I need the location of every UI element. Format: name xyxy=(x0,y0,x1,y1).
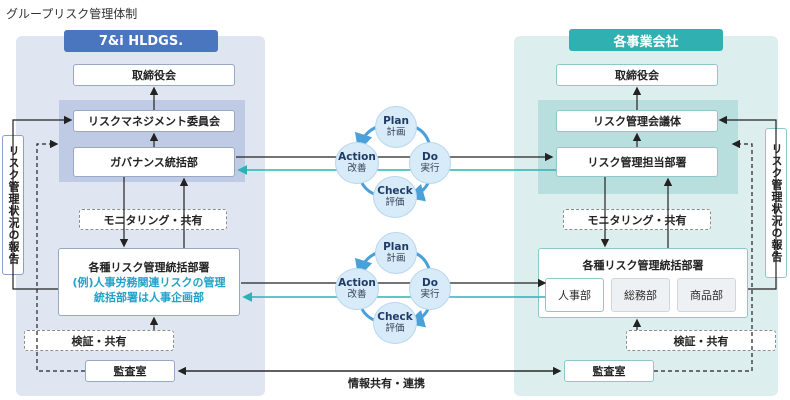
pdca-do-label: Do xyxy=(422,151,438,163)
pdca-action-ja: 改善 xyxy=(347,289,367,300)
business-audit-box: 監査室 xyxy=(564,360,654,382)
pdca-action-label: Action xyxy=(338,151,376,163)
pdca-action-circle-2: Action 改善 xyxy=(335,268,379,310)
holdings-board-box: 取締役会 xyxy=(73,64,235,86)
pdca-check-circle-2: Check 評価 xyxy=(373,302,417,344)
pdca-plan-circle-1: Plan 計画 xyxy=(375,106,417,148)
risk-council-box: リスク管理会議体 xyxy=(556,110,718,132)
pdca-plan-label: Plan xyxy=(383,115,409,127)
pdca-plan-ja: 計画 xyxy=(386,127,406,138)
pdca-do-label: Do xyxy=(422,277,438,289)
business-board-box: 取締役会 xyxy=(556,64,718,86)
general-affairs-dept-box: 総務部 xyxy=(611,278,670,312)
pdca-action-ja: 改善 xyxy=(347,163,367,174)
holdings-risk-division-box: 各種リスク管理統括部署 (例)人事労務関連リスクの管理統括部署は人事企画部 xyxy=(58,248,240,316)
pdca-do-circle-2: Do 実行 xyxy=(409,268,451,310)
pdca-action-label: Action xyxy=(338,277,376,289)
pdca-do-circle-1: Do 実行 xyxy=(409,142,451,184)
risk-management-committee-box: リスクマネジメント委員会 xyxy=(73,110,235,132)
merchandise-dept-box: 商品部 xyxy=(677,278,736,312)
pdca-plan-circle-2: Plan 計画 xyxy=(375,232,417,274)
info-share-caption: 情報共有・連携 xyxy=(348,377,425,390)
pdca-action-circle-1: Action 改善 xyxy=(335,142,379,184)
business-monitoring-box: モニタリング・共有 xyxy=(563,209,711,230)
pdca-do-ja: 実行 xyxy=(420,289,440,300)
pdca-check-label: Check xyxy=(377,185,413,197)
holdings-risk-division-title: 各種リスク管理統括部署 xyxy=(88,260,210,274)
holdings-risk-division-example: (例)人事労務関連リスクの管理統括部署は人事企画部 xyxy=(72,275,226,304)
pdca-check-circle-1: Check 評価 xyxy=(373,176,417,218)
pdca-check-label: Check xyxy=(377,311,413,323)
pdca-plan-label: Plan xyxy=(383,241,409,253)
pdca-check-ja: 評価 xyxy=(385,323,405,334)
business-companies-header: 各事業会社 xyxy=(569,29,723,51)
pdca-check-ja: 評価 xyxy=(385,197,405,208)
holdings-verify-box: 検証・共有 xyxy=(24,330,174,351)
risk-dept-box: リスク管理担当部署 xyxy=(556,147,718,177)
governance-dept-box: ガバナンス統括部 xyxy=(73,147,235,177)
holdings-monitoring-box: モニタリング・共有 xyxy=(79,209,227,230)
holdings-audit-box: 監査室 xyxy=(85,360,175,382)
hr-dept-box: 人事部 xyxy=(545,278,604,312)
holdings-header: 7&i HLDGS. xyxy=(64,30,218,52)
page-title: グループリスク管理体制 xyxy=(6,7,138,21)
pdca-plan-ja: 計画 xyxy=(386,253,406,264)
business-verify-box: 検証・共有 xyxy=(626,330,776,351)
pdca-do-ja: 実行 xyxy=(420,163,440,174)
